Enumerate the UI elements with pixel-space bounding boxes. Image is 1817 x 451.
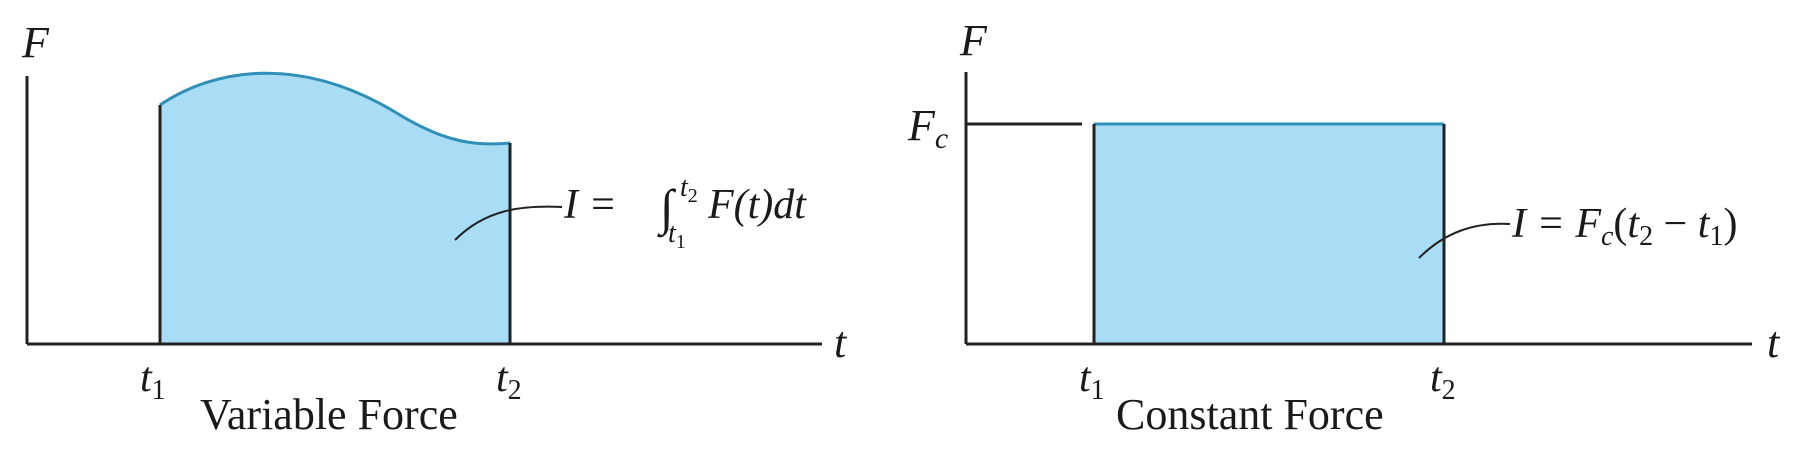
integral-upper-limit: t2 bbox=[680, 172, 698, 207]
constant-force-impulse-area bbox=[1094, 124, 1444, 344]
variable-force-leader-line bbox=[454, 205, 563, 241]
constant-force-caption: Constant Force bbox=[1116, 390, 1384, 439]
variable-force-t2-label: t2 bbox=[496, 355, 522, 406]
constant-force-formula: I = Fc(t2 − t1) bbox=[1511, 201, 1737, 252]
variable-force-x-axis-label: t bbox=[834, 318, 848, 367]
constant-force-level-label: Fc bbox=[907, 101, 948, 155]
svg-text:I =: I = bbox=[563, 182, 617, 228]
integrand: F(t)dt bbox=[707, 182, 807, 228]
constant-force-leader-line bbox=[1418, 222, 1511, 259]
variable-force-caption: Variable Force bbox=[200, 390, 458, 439]
constant-force-t2-label: t2 bbox=[1430, 355, 1456, 406]
integral-lower-limit: t1 bbox=[668, 218, 686, 253]
variable-force-curve bbox=[159, 71, 511, 146]
variable-force-impulse-area bbox=[160, 73, 510, 344]
variable-force-panel: F t t1 t2 Variable Force I = ∫ t2 t1 F(t… bbox=[21, 18, 848, 439]
variable-force-y-axis-label: F bbox=[21, 18, 50, 67]
constant-force-y-axis-label: F bbox=[959, 16, 988, 65]
variable-force-t1-label: t1 bbox=[140, 355, 166, 406]
integral-sign: ∫ bbox=[657, 179, 677, 238]
constant-force-t1-label: t1 bbox=[1079, 355, 1105, 406]
constant-force-x-axis-label: t bbox=[1767, 318, 1781, 367]
constant-force-panel: F t Fc t1 t2 Constant Force I = Fc(t2 − … bbox=[907, 16, 1781, 439]
variable-force-formula: I = ∫ t2 t1 F(t)dt bbox=[563, 172, 807, 253]
